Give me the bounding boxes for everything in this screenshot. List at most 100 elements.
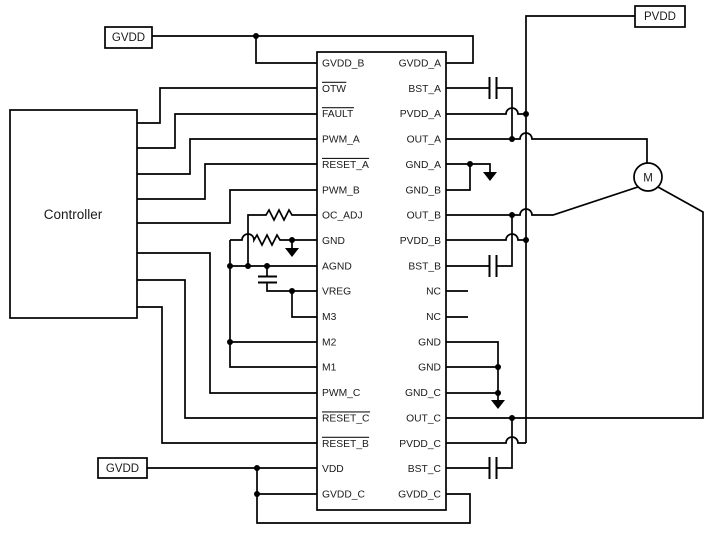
ground-icon-left <box>285 248 299 257</box>
pin-label-left-17-gvdd_c: GVDD_C <box>322 490 365 501</box>
wire-pvdd_b <box>446 233 526 241</box>
wire-gnd-resistor <box>230 233 317 247</box>
wire-pwm_c <box>137 252 317 394</box>
pin-label-right-15-pvdd_c: PVDD_C <box>399 439 441 450</box>
ground-icon-gnd-ab <box>483 172 497 181</box>
wire-gvdd-to-gvdd_b <box>255 36 317 64</box>
junction-dot <box>495 390 501 396</box>
motor-label: M <box>643 173 653 185</box>
wire-gnd-right-1 <box>446 341 499 400</box>
junction-dot <box>523 237 529 243</box>
junction-dot <box>227 263 233 269</box>
pin-label-right-9-nc: NC <box>426 287 441 298</box>
bootstrap-cap-c-icon <box>488 457 498 479</box>
pin-label-left-14-reset_c: RESET_C <box>322 413 370 424</box>
pin-label-left-13-pwm_c: PWM_C <box>322 388 361 399</box>
wire-reset_c <box>137 279 317 419</box>
ic-left-pin-labels: GVDD_B OTW FAULT PWM_A RESET_A PWM_B OC_ADJ GND… <box>322 59 371 501</box>
pin-label-right-3-out_a: OUT_A <box>407 135 441 146</box>
wire-pvdd_a <box>446 107 526 115</box>
wire-gvdd_c-wrap <box>256 468 471 524</box>
junction-dot <box>254 491 260 497</box>
pin-label-left-8-agnd: AGND <box>322 261 352 272</box>
junction-dot <box>264 263 270 269</box>
bootstrap-cap-b-icon <box>488 255 498 277</box>
pin-label-left-7-gnd: GND <box>322 236 345 247</box>
controller-box <box>9 109 138 319</box>
junction-dot <box>289 237 295 243</box>
wire-gnd_a <box>446 163 491 172</box>
wires <box>137 15 704 524</box>
pvdd-label: PVDD <box>644 11 676 23</box>
junction-dot <box>227 339 233 345</box>
gvdd-top-label: GVDD <box>112 32 145 44</box>
wire-pvdd_c <box>446 436 526 444</box>
pin-label-right-14-out_c: OUT_C <box>406 413 441 424</box>
pin-label-right-12-gnd: GND <box>418 363 441 374</box>
pin-label-right-16-bst_c: BST_C <box>408 464 442 475</box>
pin-label-left-5-pwm_b: PWM_B <box>322 185 360 196</box>
wire-oc_adj-resistor <box>247 208 317 266</box>
ic-right-pin-labels: GVDD_A BST_A PVDD_A OUT_A GND_A GND_B OUT_B PVD… <box>398 59 441 501</box>
wire-left-ground-bus <box>229 240 317 368</box>
pin-label-left-16-vdd: VDD <box>322 464 344 475</box>
pin-label-left-1-otw: OTW <box>322 84 346 95</box>
junction-dot <box>245 263 251 269</box>
junction-dot <box>509 415 515 421</box>
pin-label-right-8-bst_b: BST_B <box>408 261 441 272</box>
junction-dot <box>523 111 529 117</box>
pin-label-left-6-oc_adj: OC_ADJ <box>322 211 363 222</box>
pin-label-right-7-pvdd_b: PVDD_B <box>400 236 441 247</box>
pin-label-left-9-vreg: VREG <box>322 287 351 298</box>
ground-icon-gnd-c <box>491 400 505 409</box>
junction-dot <box>495 364 501 370</box>
ground-symbols <box>285 172 505 409</box>
wire-pvdd-rail <box>525 15 635 443</box>
ic-body <box>316 51 447 511</box>
pin-label-right-4-gnd_a: GND_A <box>406 160 442 171</box>
wire-out_b-to-motor <box>446 186 639 216</box>
wire-out_a-to-motor <box>446 132 648 163</box>
pin-label-right-10-nc: NC <box>426 312 441 323</box>
junction-dot <box>254 465 260 471</box>
pin-label-left-2-fault: FAULT <box>322 109 354 120</box>
pin-label-left-0-gvdd_b: GVDD_B <box>322 59 364 70</box>
gvdd-top-tag <box>104 26 153 49</box>
pin-label-left-15-reset_b: RESET_B <box>322 439 369 450</box>
vreg-cap-icon <box>258 275 277 284</box>
pin-label-right-6-out_b: OUT_B <box>407 211 441 222</box>
pin-label-right-0-gvdd_a: GVDD_A <box>399 59 441 70</box>
pin-label-right-2-pvdd_a: PVDD_A <box>400 109 441 120</box>
controller-label: Controller <box>44 207 103 222</box>
pin-label-right-13-gnd_c: GND_C <box>405 388 442 399</box>
pin-label-left-11-m2: M2 <box>322 337 337 348</box>
gvdd-bottom-tag <box>97 457 148 479</box>
pin-label-right-17-gvdd_c: GVDD_C <box>398 490 441 501</box>
gvdd-bottom-label: GVDD <box>106 463 139 475</box>
pin-label-left-12-m1: M1 <box>322 363 337 374</box>
pin-label-right-11-gnd: GND <box>418 337 441 348</box>
wire-reset_b <box>137 306 317 444</box>
wire-gnd_b <box>446 164 471 191</box>
junction-dot <box>289 288 295 294</box>
pin-label-left-10-m3: M3 <box>322 312 337 323</box>
pin-label-right-5-gnd_b: GND_B <box>406 185 442 196</box>
junction-dot <box>253 33 259 39</box>
junction-dot <box>509 212 515 218</box>
pin-label-right-1-bst_a: BST_A <box>408 84 441 95</box>
junction-dot <box>467 161 473 167</box>
wire-bst_a-cap-right <box>497 87 513 139</box>
wire-reset_a <box>137 163 317 200</box>
wire-gvdd-to-gvdd_a <box>152 35 474 64</box>
wire-pwm_a <box>137 138 317 175</box>
pin-label-left-4-reset_a: RESET_A <box>322 160 369 171</box>
wire-vreg-cap-bottom <box>266 283 317 292</box>
wire-otw <box>137 87 317 124</box>
capacitors <box>258 77 498 479</box>
wire-pwm_b <box>137 189 317 224</box>
pvdd-tag <box>634 5 686 28</box>
pin-label-left-3-pwm_a: PWM_A <box>322 135 360 146</box>
junction-dot <box>509 136 515 142</box>
motor-icon <box>633 162 663 192</box>
